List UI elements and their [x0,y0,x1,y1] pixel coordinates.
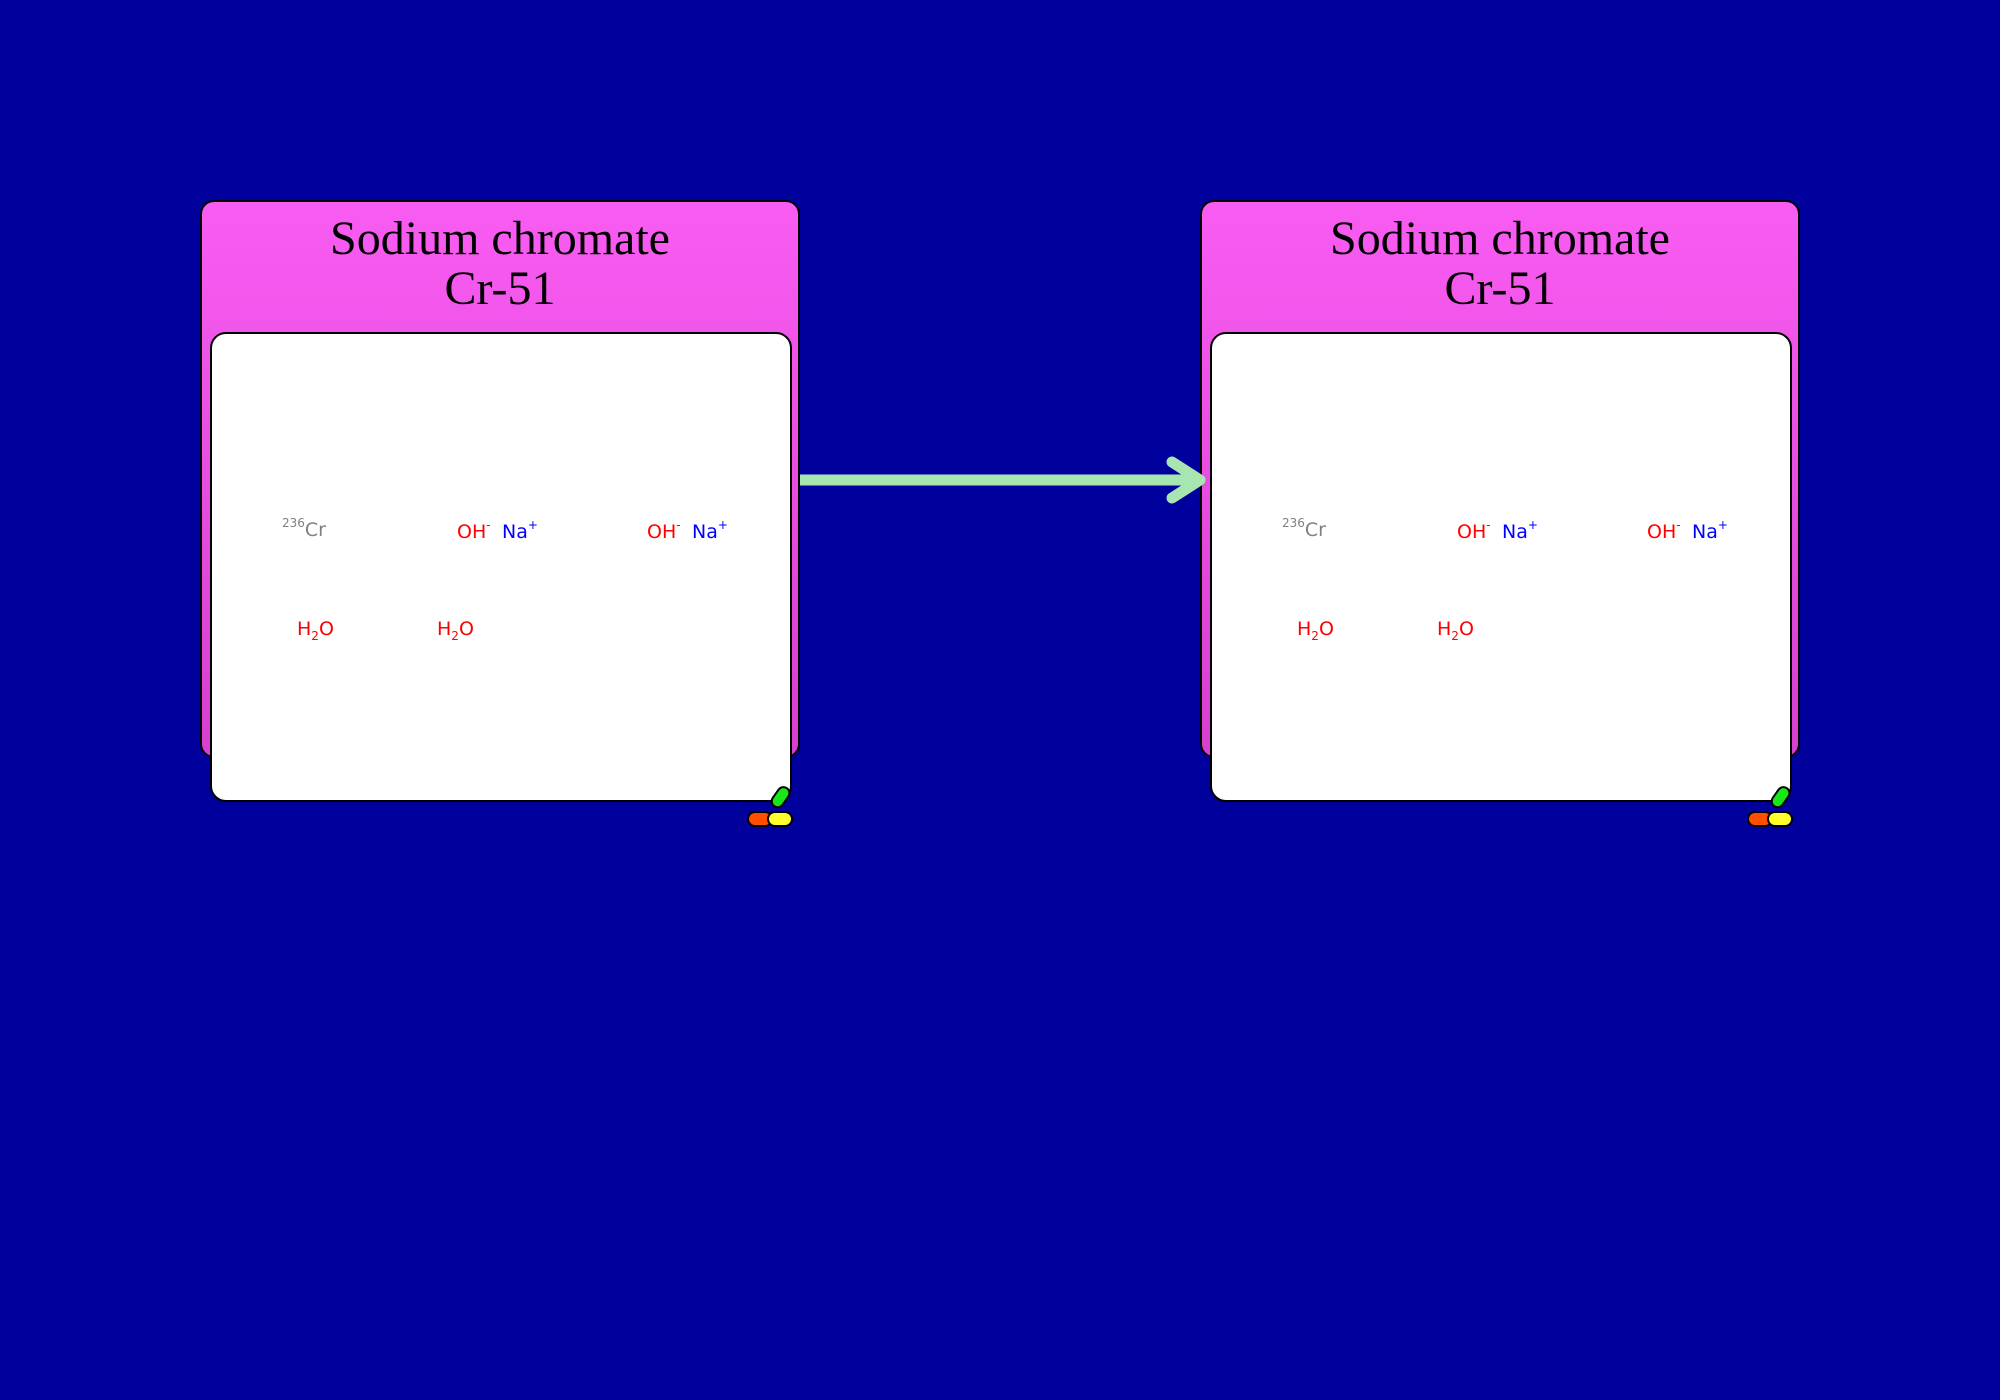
ion-charge: + [1527,518,1538,532]
ion-symbol: OH [457,521,487,543]
hydrogen-symbol: H [437,618,452,640]
ion-symbol: Na [1692,521,1718,543]
drug-capsules-icon [1747,786,1793,827]
water-molecule: H2O [1437,618,1474,643]
hydrogen-symbol: H [1297,618,1312,640]
node-title-line2: Cr-51 [1444,262,1556,315]
oxygen-symbol: O [458,618,474,640]
ion-symbol: OH [647,521,677,543]
water-molecule: H2O [437,618,474,643]
node-title-line1: Sodium chromate [330,212,670,265]
ion-symbol: Na [692,521,718,543]
compound-node-sodium-chromate-source[interactable]: Sodium chromate Cr-51 236Cr OH- Na+ OH- … [200,200,800,827]
element-symbol: Cr [1304,519,1326,541]
drug-capsules-icon [747,786,793,827]
ion-charge: + [717,518,728,532]
ion-symbol: OH [1647,521,1677,543]
hydrogen-count: 2 [1311,629,1319,643]
hydroxide-ion: OH- [1457,518,1491,543]
ion-charge: - [676,518,681,532]
oxygen-symbol: O [1458,618,1474,640]
node-title-line2: Cr-51 [444,262,556,315]
chromium-atom: 236Cr [282,516,326,541]
ion-charge: + [1717,518,1728,532]
water-molecule: H2O [297,618,334,643]
oxygen-symbol: O [1318,618,1334,640]
hydroxide-ion: OH- [1647,518,1681,543]
capsule-yellow [767,811,793,827]
sodium-ion: Na+ [1502,518,1538,543]
capsule-yellow [1767,811,1793,827]
hydrogen-symbol: H [1437,618,1452,640]
ion-charge: + [527,518,538,532]
ion-charge: - [486,518,491,532]
capsule-green [1770,786,1791,809]
ion-symbol: Na [1502,521,1528,543]
sodium-ion: Na+ [502,518,538,543]
hydrogen-count: 2 [311,629,319,643]
element-symbol: Cr [304,519,326,541]
sodium-ion: Na+ [1692,518,1728,543]
ion-symbol: Na [502,521,528,543]
hydrogen-count: 2 [451,629,459,643]
structure-panel: 236Cr OH- Na+ OH- Na+ H2O H2O [1210,332,1792,802]
chromium-atom: 236Cr [1282,516,1326,541]
water-molecule: H2O [1297,618,1334,643]
arrow-head [1166,456,1206,504]
node-title: Sodium chromate Cr-51 [1202,214,1798,314]
ion-charge: - [1676,518,1681,532]
compound-node-sodium-chromate-target[interactable]: Sodium chromate Cr-51 236Cr OH- Na+ OH- … [1200,200,1800,827]
hydrogen-count: 2 [1451,629,1459,643]
structure-panel: 236Cr OH- Na+ OH- Na+ H2O H2O [210,332,792,802]
oxygen-symbol: O [318,618,334,640]
capsule-green [770,786,791,809]
ion-charge: - [1486,518,1491,532]
hydroxide-ion: OH- [457,518,491,543]
node-title-line1: Sodium chromate [1330,212,1670,265]
hydroxide-ion: OH- [647,518,681,543]
sodium-ion: Na+ [692,518,728,543]
node-title: Sodium chromate Cr-51 [202,214,798,314]
isotope-number: 236 [1282,516,1305,530]
ion-symbol: OH [1457,521,1487,543]
hydrogen-symbol: H [297,618,312,640]
isotope-number: 236 [282,516,305,530]
